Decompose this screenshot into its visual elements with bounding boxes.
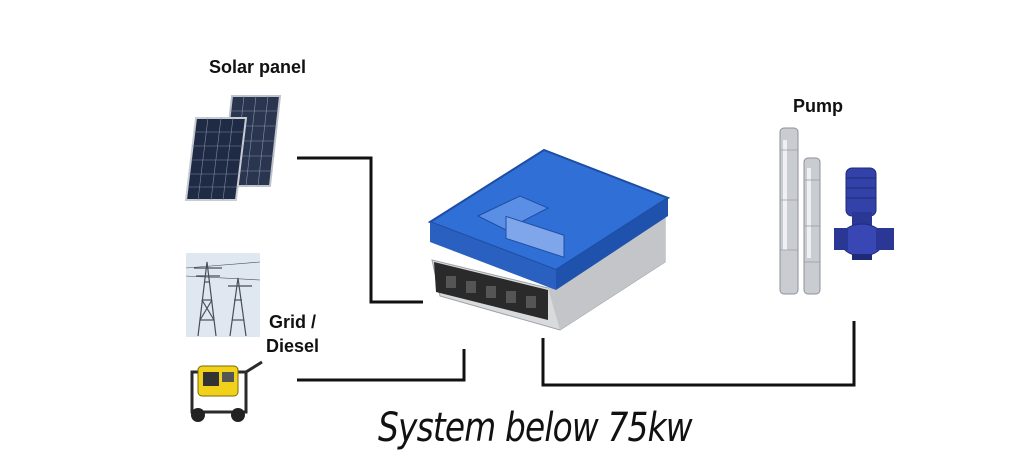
centrifugal-pump-icon — [834, 167, 894, 260]
generator-icon — [190, 360, 263, 422]
solar-panel-icon — [184, 95, 282, 201]
inverter-icon — [427, 148, 671, 331]
solar-to-inverter-line — [297, 156, 423, 304]
pump-label: Pump — [793, 96, 844, 116]
connection-lines — [297, 156, 856, 387]
grid-label-line2: Diesel — [266, 336, 320, 356]
inverter-to-pump-line — [541, 321, 856, 387]
grid-label-line1: Grid / — [269, 312, 317, 332]
submersible-pump-icon — [779, 127, 821, 295]
power-tower-icon — [185, 253, 261, 337]
solar-panel-label: Solar panel — [209, 57, 307, 77]
grid-to-inverter-line — [297, 349, 466, 382]
diagram-title: System below 75kw — [378, 405, 693, 451]
